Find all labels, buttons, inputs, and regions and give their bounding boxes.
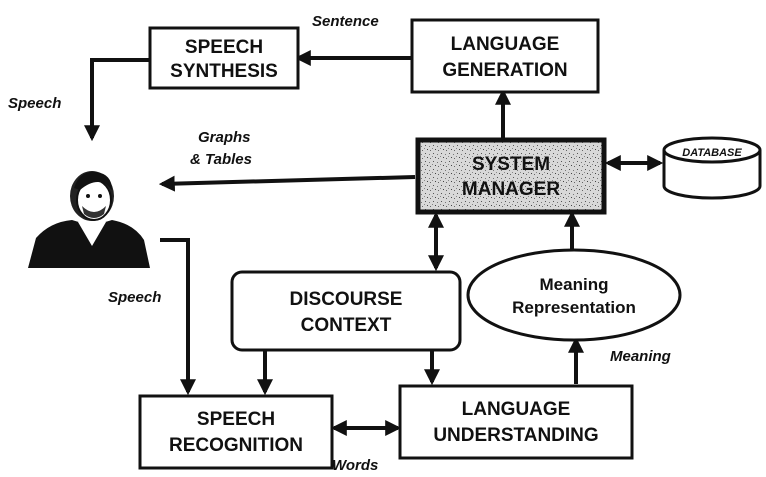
person-icon bbox=[28, 171, 150, 268]
system-manager-line-2: MANAGER bbox=[462, 179, 560, 200]
database-label: DATABASE bbox=[682, 147, 742, 159]
system-manager-line-1: SYSTEM bbox=[472, 154, 550, 175]
speech-synthesis-line-1: SPEECH bbox=[185, 37, 263, 58]
discourse-context-line-1: DISCOURSE bbox=[290, 289, 403, 310]
language-generation-line-2: GENERATION bbox=[442, 60, 567, 81]
arrow-user-to-recognition bbox=[160, 238, 196, 396]
speech-input-label: Speech bbox=[108, 289, 161, 306]
meaning-label: Meaning bbox=[610, 348, 671, 365]
words-label: Words bbox=[332, 457, 378, 474]
sentence-label: Sentence bbox=[312, 13, 379, 30]
language-understanding-line-1: LANGUAGE bbox=[462, 399, 571, 420]
speech-synthesis-box: SPEECH SYNTHESIS bbox=[148, 26, 300, 90]
discourse-context-line-2: CONTEXT bbox=[301, 315, 392, 336]
speech-recognition-line-1: SPEECH bbox=[197, 409, 275, 430]
meaning-representation-line-1: Meaning bbox=[540, 275, 609, 294]
arrow-synthesis-to-user bbox=[84, 58, 150, 142]
system-manager-box: SYSTEM MANAGER bbox=[415, 137, 607, 215]
database-cylinder: DATABASE bbox=[662, 136, 762, 200]
meaning-representation-line-2: Representation bbox=[512, 298, 636, 317]
language-generation-box: LANGUAGE GENERATION bbox=[410, 18, 600, 94]
discourse-context-box: DISCOURSE CONTEXT bbox=[230, 270, 462, 352]
speech-synthesis-line-2: SYNTHESIS bbox=[170, 61, 278, 82]
graphs-label-line-2: & Tables bbox=[190, 151, 252, 168]
speech-output-label: Speech bbox=[8, 95, 61, 112]
meaning-representation-ellipse: Meaning Representation bbox=[466, 248, 682, 342]
arrow-manager-to-user bbox=[158, 175, 416, 192]
language-understanding-box: LANGUAGE UNDERSTANDING bbox=[398, 384, 634, 460]
graphs-label-line-1: Graphs bbox=[198, 129, 251, 146]
language-understanding-line-2: UNDERSTANDING bbox=[433, 425, 598, 446]
language-generation-line-1: LANGUAGE bbox=[451, 34, 560, 55]
speech-recognition-line-2: RECOGNITION bbox=[169, 435, 303, 456]
speech-recognition-box: SPEECH RECOGNITION bbox=[138, 394, 334, 470]
